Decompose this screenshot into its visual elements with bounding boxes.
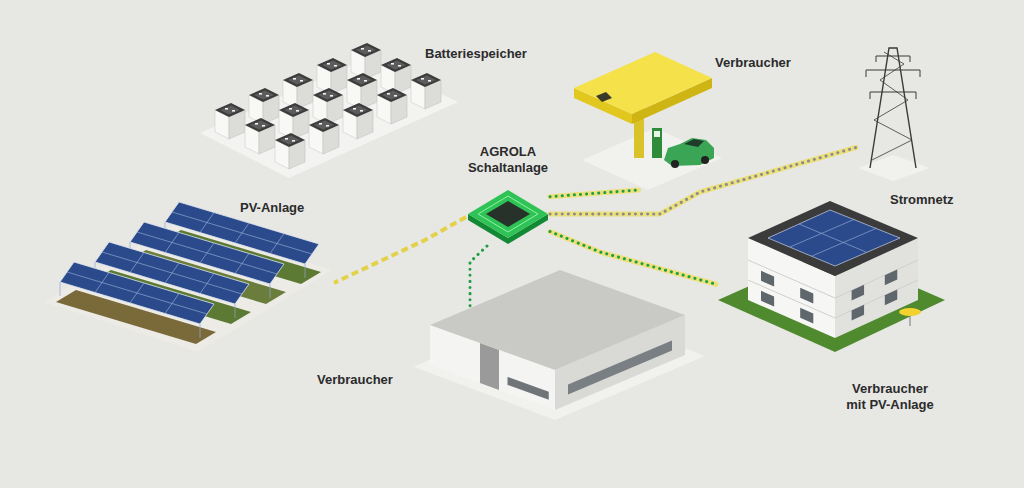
apartment-illustration [718,201,945,352]
pylon-illustration-part [866,56,920,92]
connector-line [550,190,638,197]
connector [334,217,466,283]
switchgear: AGROLA Schaltanlage [466,188,550,246]
battery-illustration-part [411,73,441,109]
connector [550,232,716,285]
charging-station-illustration-part [654,131,660,137]
apartment-illustration-part [899,308,921,316]
apartment-illustration-part [768,210,900,266]
battery-illustration-part [283,73,313,109]
charging-station-illustration-part [574,52,712,114]
battery-illustration-part [381,58,411,94]
building-illustration-part [480,343,499,390]
apartment-illustration-part [790,219,877,256]
component-label: PV-Anlage [240,200,304,216]
component-label: Batteriespeicher [425,46,527,62]
power-grid: Stromnetz [856,44,932,182]
charging-station-illustration [574,52,722,190]
connector-line [550,148,856,215]
connector [470,246,487,306]
component-label: Stromnetz [890,192,954,208]
component-label: Verbraucher [317,372,393,388]
apartment-illustration-part [852,305,864,321]
component-label: Verbraucher mit PV-Anlage [842,381,938,413]
switchgear-illustration [468,190,548,244]
pv-plant: PV-Anlage [42,196,334,354]
pylon-illustration-part [858,155,930,181]
component-label: AGROLA Schaltanlage [460,144,556,176]
component-label: Verbraucher [715,55,791,71]
charging-station-illustration-part [671,160,679,168]
apartment-illustration-part [800,288,813,304]
battery-illustration-part [343,103,373,139]
battery-illustration-part [200,58,458,178]
connector-line [470,246,487,306]
pylon-illustration [858,48,930,181]
building-illustration [414,270,705,420]
charging-station: Verbraucher [570,45,722,190]
connector-line [550,190,638,197]
apartment-illustration-part [761,271,774,287]
charging-station-illustration-part [652,128,662,158]
battery-illustration [200,43,458,178]
apartment-illustration-part [748,201,918,276]
switchgear-illustration-part [468,190,548,238]
consumer-building: Verbraucher [425,306,690,422]
pylon-illustration-part [866,56,920,99]
connector [550,148,856,215]
battery-illustration-part [309,118,339,154]
pylon-illustration-part [872,52,912,160]
connector-line [550,232,716,285]
apartment-illustration-part [800,308,813,324]
battery-illustration-part [245,118,275,154]
apartment-illustration-part [852,285,864,301]
battery-illustration-part [249,88,279,124]
battery-storage: Batteriespeicher [205,40,445,175]
pylon-illustration-part [870,48,916,168]
charging-station-illustration-part [701,156,709,164]
apartment-illustration-part [885,270,897,286]
battery-illustration-part [279,103,309,139]
apartment-illustration-part [885,290,897,306]
battery-illustration-part [275,133,305,169]
battery-illustration-part [215,103,245,139]
apartment-illustration-part [748,260,918,318]
connector-line [550,232,716,285]
building-illustration-part [568,341,672,395]
connector-line [550,148,856,215]
switchgear-illustration-part [478,196,538,232]
pv-plant-illustration-part [60,272,207,338]
charging-station-illustration-part [684,139,704,147]
building-illustration-part [508,377,549,400]
apartment-illustration-part [761,291,774,307]
battery-illustration-part [347,73,377,109]
connector-line [334,217,466,283]
battery-illustration-part [313,88,343,124]
charging-station-illustration-part [582,128,722,190]
battery-illustration-part [317,58,347,94]
battery-illustration-part [377,88,407,124]
switchgear-illustration-part [486,201,530,227]
connector [550,190,638,197]
battery-illustration-part [351,43,381,79]
pv-plant-illustration [44,202,332,352]
charging-station-illustration-part [664,138,714,166]
consumer-with-pv: Verbraucher mit PV-Anlage [716,199,947,354]
charging-station-illustration-part [596,92,612,102]
